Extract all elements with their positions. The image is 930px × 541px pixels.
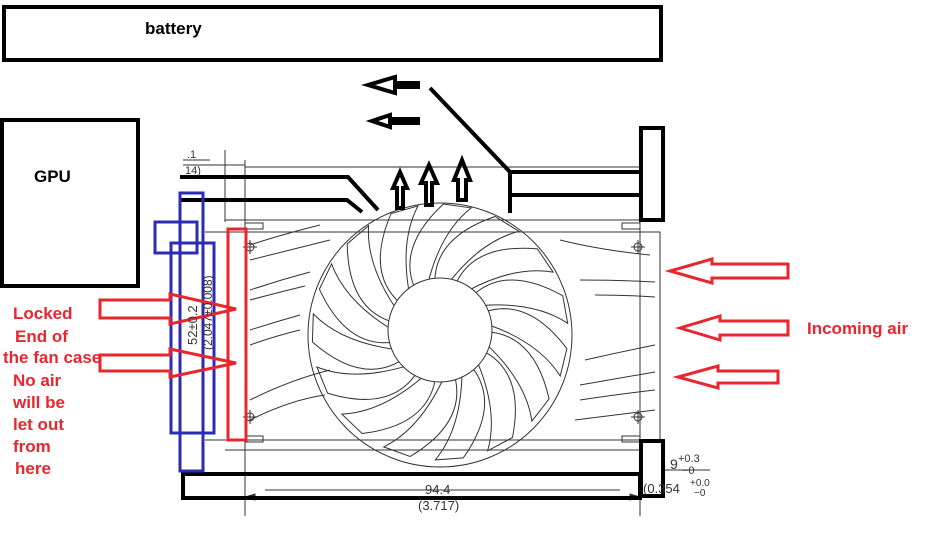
- corner-tab: [621, 435, 641, 443]
- vent-curve: [249, 329, 301, 346]
- red-annotations: [98, 227, 790, 442]
- mounting-hole: [631, 410, 645, 424]
- arrow-left-icon: [360, 74, 420, 96]
- dim-height-text: 52±0.2: [185, 305, 200, 345]
- vent-curve: [249, 224, 321, 246]
- vent-curve: [574, 409, 656, 421]
- locked-line: End of: [15, 327, 68, 346]
- blue-box-outer: [178, 191, 205, 473]
- fan-blade: [434, 215, 521, 284]
- fan-drawing: [183, 150, 710, 516]
- corner-tab: [244, 435, 264, 443]
- gpu-box: [0, 118, 140, 288]
- corner-tab: [244, 222, 264, 230]
- dim-thickness-tol-minus: −0: [682, 465, 695, 477]
- vent-curve: [249, 394, 326, 421]
- arrow-left-icon: [672, 364, 780, 390]
- right-top-block: [639, 126, 665, 222]
- dim-thickness-inch-tol-minus: −0: [694, 488, 706, 499]
- vent-curve: [579, 371, 656, 386]
- vent-curve: [249, 285, 306, 301]
- right-bottom-block: [639, 439, 665, 498]
- fan-blade: [472, 279, 569, 325]
- fan-blade: [454, 247, 555, 292]
- vent-curve: [249, 369, 331, 401]
- fan-blade: [315, 366, 416, 400]
- mounting-hole: [631, 240, 645, 254]
- locked-line: No air: [13, 371, 62, 390]
- vent-curve: [579, 279, 656, 283]
- arrow-left-icon: [674, 313, 790, 343]
- dim-thickness-inch-tol-plus: +0.0: [690, 478, 710, 489]
- vent-curve: [559, 239, 651, 256]
- structure-outlines: [0, 5, 665, 500]
- vent-curve: [579, 389, 656, 401]
- arrow-right-icon: [98, 292, 237, 326]
- vent-curve: [249, 314, 301, 331]
- housing-outline: [205, 231, 661, 441]
- fan-outer-ring: [307, 202, 573, 468]
- housing-inner-outline: [225, 219, 640, 451]
- locked-line: Locked: [13, 304, 73, 323]
- bottom-base-bar: [181, 472, 642, 500]
- vent-curve: [249, 271, 311, 291]
- air-guide-line: [428, 86, 512, 174]
- fan-blade: [409, 203, 473, 290]
- battery-label: battery: [145, 19, 202, 38]
- fan-blade: [485, 308, 568, 378]
- exhaust-arrows: [360, 74, 473, 210]
- dim-corner-tick: .1: [187, 149, 196, 161]
- fan-blade: [340, 377, 436, 435]
- locked-line: will be: [12, 393, 65, 412]
- arrow-left-icon: [664, 257, 790, 285]
- vent-curve: [594, 294, 656, 298]
- blue-highlights: [153, 191, 216, 473]
- locked-line: the fan case: [3, 348, 101, 367]
- locked-end-box: [226, 227, 248, 442]
- vent-curve: [584, 344, 656, 361]
- dim-thickness-tol-plus: +0.3: [678, 453, 700, 465]
- locked-line: here: [15, 459, 51, 478]
- dim-thickness-text: 9: [670, 456, 678, 472]
- dim-thickness-inch-text: (0.354: [643, 481, 680, 496]
- blue-box-small: [153, 220, 199, 255]
- dim-height-inch-text: (2.047±0.008): [201, 275, 215, 350]
- fan-blade: [311, 312, 401, 370]
- incoming-air-label: Incoming air: [807, 319, 908, 338]
- arrow-left-icon: [365, 112, 420, 130]
- fan-blade: [434, 368, 486, 461]
- arrow-up-icon: [451, 154, 473, 202]
- fan-impeller: [307, 202, 573, 468]
- fan-blade: [382, 379, 458, 458]
- blue-box-wide: [169, 241, 216, 435]
- arrow-right-icon: [98, 347, 237, 379]
- fan-hub: [387, 277, 493, 383]
- arrow-up-icon: [417, 160, 441, 207]
- locked-line: from: [13, 437, 51, 456]
- dim-corner-tick2: 14): [185, 165, 201, 177]
- battery-box: [2, 5, 663, 62]
- corner-tab: [621, 222, 641, 230]
- dimension-texts: 94.4 (3.717) 52±0.2 (2.047±0.008) .1 14)…: [185, 149, 710, 513]
- locked-end-text: Locked End of the fan case No air will b…: [3, 304, 101, 478]
- fan-blade: [346, 224, 397, 323]
- fan-blade: [477, 351, 516, 452]
- dim-width-text: 94.4: [425, 482, 450, 497]
- housing-top-right-wall: [508, 170, 640, 213]
- dim-width-inch-text: (3.717): [418, 498, 459, 513]
- vent-curve: [249, 239, 331, 261]
- housing-top-left-wall: [180, 175, 380, 214]
- locked-line: let out: [13, 415, 64, 434]
- fan-blade: [318, 262, 392, 344]
- gpu-label: GPU: [34, 167, 71, 186]
- arrow-up-icon: [389, 167, 411, 210]
- fan-blade: [487, 331, 550, 423]
